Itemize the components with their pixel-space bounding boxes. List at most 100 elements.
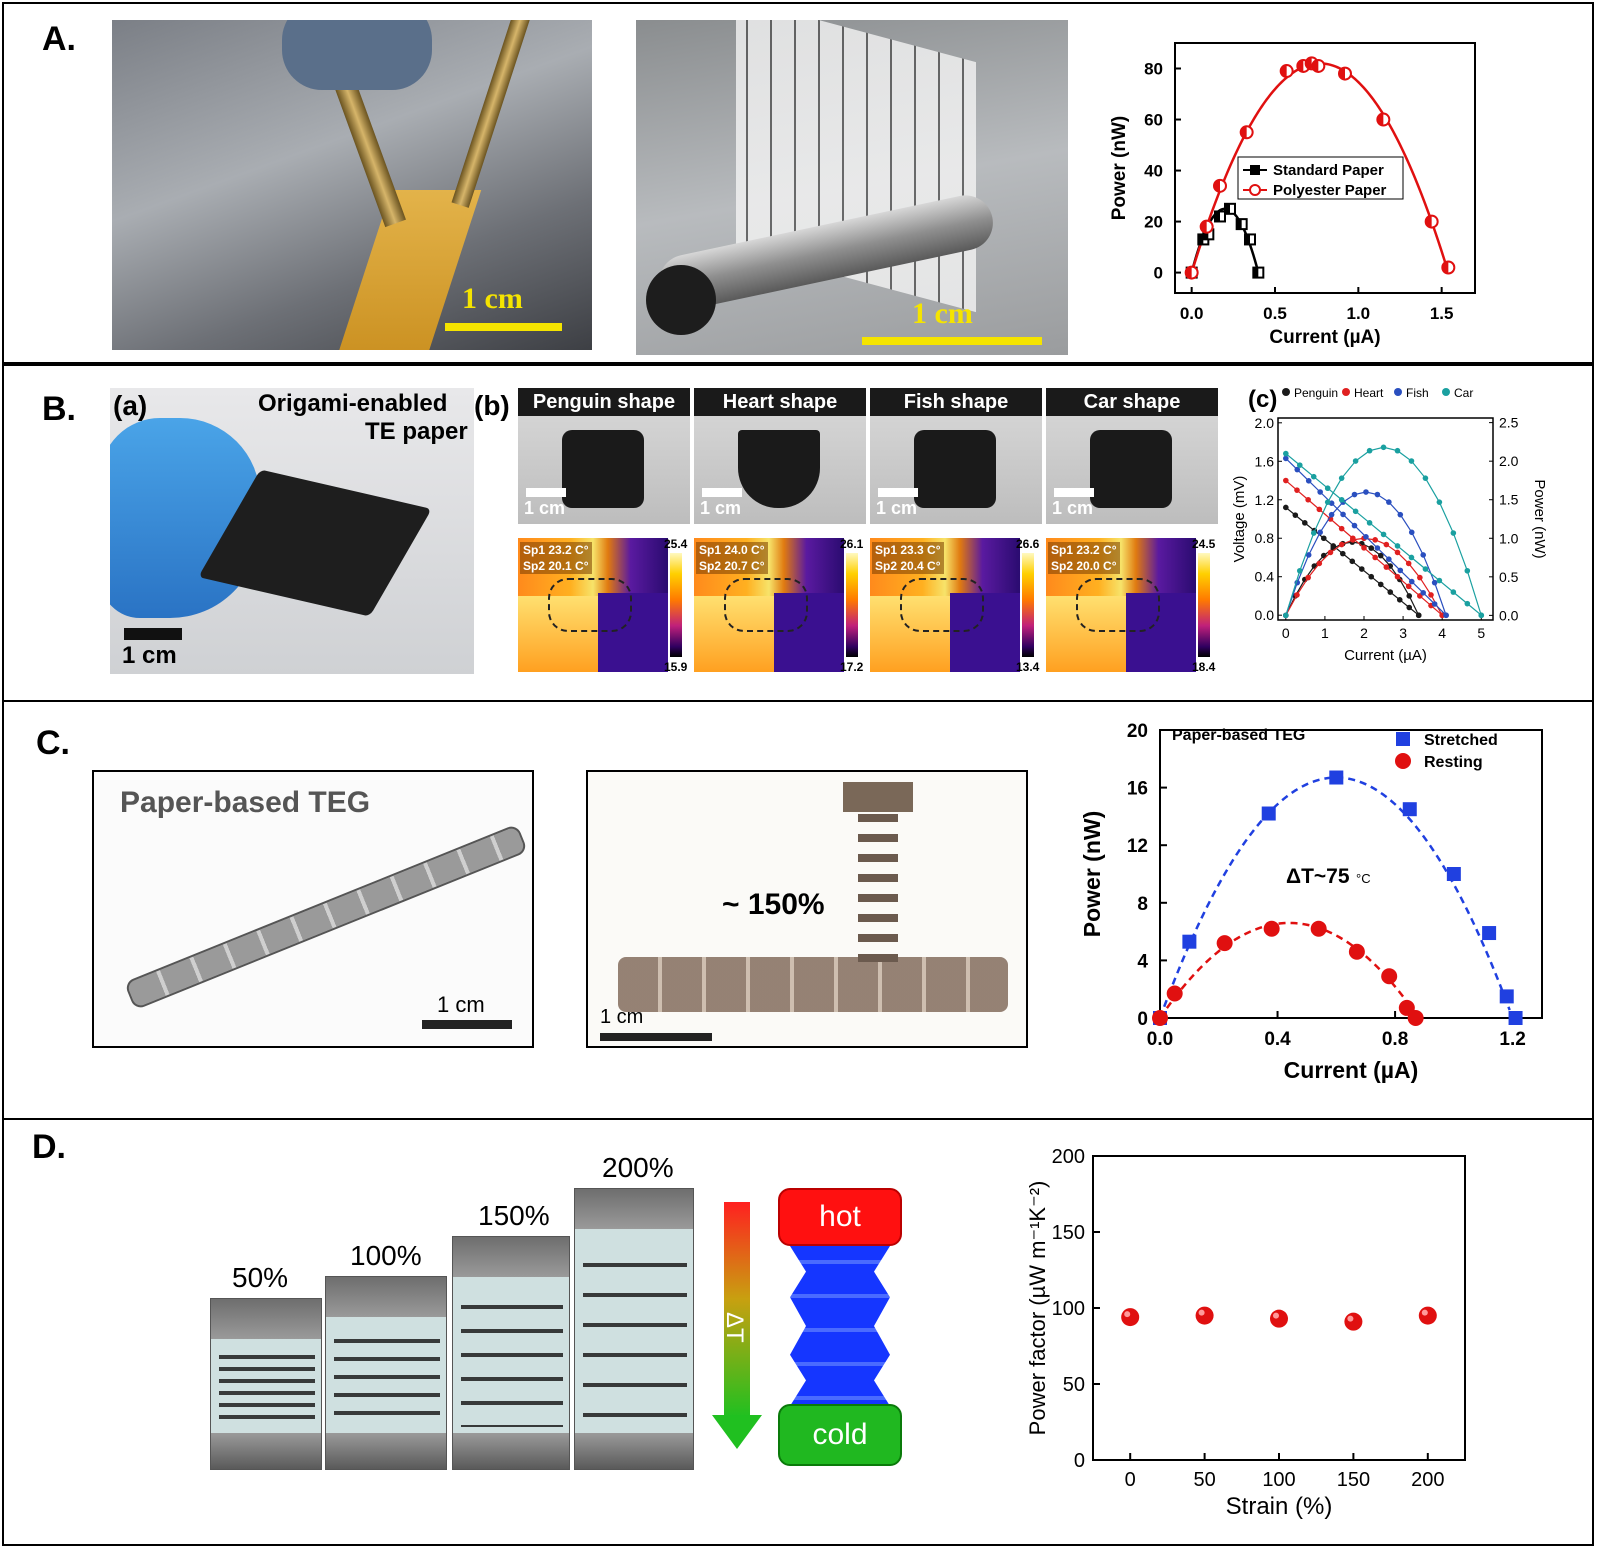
data-point xyxy=(1317,489,1323,495)
data-point xyxy=(1329,770,1344,785)
thermal-image xyxy=(518,538,668,672)
shape-photo: 1 cm xyxy=(518,416,690,524)
data-point-fill xyxy=(1442,261,1449,274)
data-point-fill xyxy=(1225,203,1230,214)
colorbar-min: 13.4 xyxy=(1016,660,1040,674)
spot2-temp: Sp2 20.7 C° xyxy=(696,558,768,574)
thermal-image xyxy=(1046,538,1196,672)
x-tick-label: 1.0 xyxy=(1347,304,1371,323)
data-point xyxy=(1387,589,1394,595)
x-tick-label: 1.2 xyxy=(1499,1029,1525,1050)
plot-frame xyxy=(1092,1155,1466,1461)
x-tick-label: 100 xyxy=(1262,1469,1295,1491)
thermal-cold-region xyxy=(950,593,1020,672)
y-axis-title: Power (nW) xyxy=(1079,811,1105,938)
data-point-highlight xyxy=(1347,1315,1354,1322)
panel-a xyxy=(2,2,1594,364)
data-point xyxy=(1294,487,1300,493)
legend-label: Polyester Paper xyxy=(1273,182,1387,199)
scale-label: 1 cm xyxy=(1052,498,1094,518)
data-point xyxy=(1152,1010,1168,1026)
cold-block xyxy=(778,1404,902,1466)
y-axis-title: Voltage (mV) xyxy=(1231,476,1248,563)
data-point xyxy=(1338,525,1345,532)
shape-photo: 1 cm xyxy=(870,416,1042,524)
fit-curve xyxy=(1158,776,1511,1019)
data-point xyxy=(1327,549,1334,556)
legend-marker xyxy=(1250,165,1260,175)
data-point xyxy=(1478,612,1485,619)
scale-bar xyxy=(878,488,918,497)
plot-frame xyxy=(1159,729,1543,1019)
data-point xyxy=(1377,552,1384,559)
data-point xyxy=(1406,593,1413,599)
thermal-hot-region xyxy=(518,596,603,672)
data-point xyxy=(1397,567,1404,574)
data-point xyxy=(1338,496,1345,503)
x-tick-label: 0.0 xyxy=(1180,304,1204,323)
top-clamp xyxy=(326,1277,446,1317)
data-point xyxy=(1324,485,1331,492)
panel-c-photo2-scalebar xyxy=(600,1033,712,1041)
bottom-clamp xyxy=(211,1433,321,1469)
te-legs xyxy=(790,1246,890,1406)
panel-c-photo1-scalebar xyxy=(422,1020,512,1029)
x-tick-label: 4 xyxy=(1438,625,1446,641)
probe-cap xyxy=(646,265,716,335)
data-point xyxy=(1305,552,1312,558)
legend-marker xyxy=(1395,753,1411,769)
wave-legs xyxy=(334,1325,440,1427)
data-point-fill xyxy=(1200,220,1207,233)
clip xyxy=(843,782,913,812)
spot2-temp: Sp2 20.0 C° xyxy=(1048,558,1120,574)
stretched-strip xyxy=(618,957,1008,1012)
panel-b-photo-scale-label: 1 cm xyxy=(122,642,177,669)
data-point xyxy=(1450,530,1457,536)
data-point xyxy=(1352,508,1359,515)
data-point xyxy=(1374,491,1381,498)
x-tick-label: 5 xyxy=(1477,625,1485,641)
data-point xyxy=(1182,934,1197,949)
data-point xyxy=(1294,466,1301,473)
data-point xyxy=(1482,926,1497,941)
data-point xyxy=(1422,475,1429,481)
panel-b-label: B. xyxy=(42,390,76,428)
data-point xyxy=(1450,589,1457,595)
legend-marker xyxy=(1249,184,1261,196)
y-right-axis-title: Power (nW) xyxy=(1531,479,1548,558)
panel-a-photo2-scalebar xyxy=(862,337,1042,345)
panel-c-photo-teg xyxy=(92,770,534,1048)
legend-marker xyxy=(1442,388,1450,396)
data-point xyxy=(1348,943,1365,960)
hot-label: hot xyxy=(819,1200,861,1233)
data-point xyxy=(1283,504,1289,511)
panel-b-sub-b: (b) xyxy=(474,390,510,421)
colorbar-min: 15.9 xyxy=(664,660,688,674)
data-point xyxy=(1261,806,1276,821)
data-point xyxy=(1397,511,1404,518)
x-axis-title: Current (µA) xyxy=(1284,1057,1419,1083)
data-point-fill xyxy=(1253,267,1259,278)
wave-legs xyxy=(461,1285,563,1427)
data-point xyxy=(1406,604,1413,611)
data-point xyxy=(1317,529,1323,536)
top-clamp xyxy=(453,1237,569,1277)
data-point xyxy=(1396,597,1403,603)
y-axis-title: Power factor (µW m⁻¹K⁻²) xyxy=(1025,1181,1050,1436)
data-point xyxy=(1352,458,1359,464)
data-point xyxy=(1310,920,1327,937)
plot-frame xyxy=(1277,417,1494,621)
data-point xyxy=(1305,574,1311,581)
scale-label: 1 cm xyxy=(876,498,918,518)
data-point xyxy=(1407,1010,1424,1026)
wave-legs xyxy=(219,1347,315,1427)
data-point xyxy=(1283,450,1289,457)
panel-b-origami-title2: TE paper xyxy=(365,418,468,445)
top-clamp xyxy=(211,1299,321,1339)
data-point xyxy=(1270,1309,1288,1328)
data-point xyxy=(1350,537,1356,543)
y-tick-label: 80 xyxy=(1144,60,1163,79)
x-tick-label: 3 xyxy=(1399,625,1407,641)
